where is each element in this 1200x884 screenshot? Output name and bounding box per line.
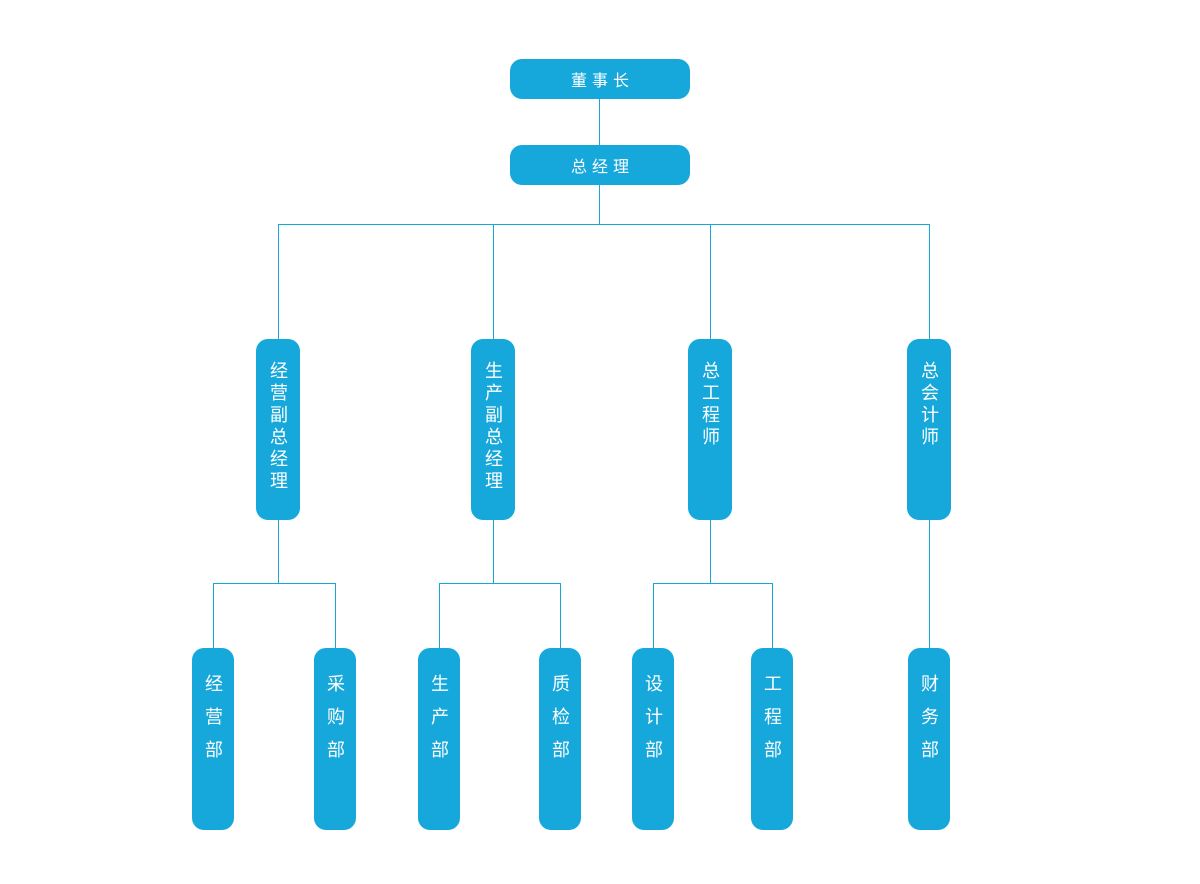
- connector-branch-3-bus: [653, 583, 772, 584]
- node-dept-production-label: 生产部: [429, 674, 449, 773]
- connector-drop-branch-4: [929, 224, 930, 339]
- connector-chairman-gm: [599, 99, 600, 145]
- node-chairman-label: 董事长: [570, 73, 634, 90]
- node-branch-chief-accountant-label: 总会计师: [919, 361, 939, 449]
- connector-branch-1-stem: [278, 520, 279, 583]
- connector-main-bus: [278, 224, 930, 225]
- connector-drop-branch-3: [710, 224, 711, 339]
- connector-branch-2-bus: [439, 583, 560, 584]
- connector-drop-dept-2: [335, 583, 336, 648]
- connector-branch-2-stem: [493, 520, 494, 583]
- connector-drop-dept-4: [560, 583, 561, 648]
- connector-branch-1-bus: [213, 583, 335, 584]
- node-dept-purchasing: 采购部: [314, 648, 356, 830]
- node-general-manager: 总经理: [510, 145, 690, 185]
- node-branch-operations-deputy-gm: 经营副总经理: [256, 339, 300, 520]
- connector-branch-3-stem: [710, 520, 711, 583]
- node-dept-design: 设计部: [632, 648, 674, 830]
- node-branch-chief-engineer-label: 总工程师: [700, 361, 720, 449]
- node-dept-engineering-label: 工程部: [762, 674, 782, 773]
- connector-drop-dept-6: [772, 583, 773, 648]
- connector-drop-dept-1: [213, 583, 214, 648]
- node-branch-production-deputy-gm: 生产副总经理: [471, 339, 515, 520]
- connector-branch-4-stem: [929, 520, 930, 648]
- node-chairman: 董事长: [510, 59, 690, 99]
- connector-drop-branch-2: [493, 224, 494, 339]
- node-branch-production-deputy-gm-label: 生产副总经理: [483, 361, 503, 493]
- node-dept-operations-label: 经营部: [203, 674, 223, 773]
- node-branch-chief-accountant: 总会计师: [907, 339, 951, 520]
- node-dept-operations: 经营部: [192, 648, 234, 830]
- connector-drop-branch-1: [278, 224, 279, 339]
- node-dept-finance-label: 财务部: [919, 674, 939, 773]
- connector-drop-dept-3: [439, 583, 440, 648]
- node-dept-quality-inspection: 质检部: [539, 648, 581, 830]
- node-dept-finance: 财务部: [908, 648, 950, 830]
- node-dept-quality-inspection-label: 质检部: [550, 674, 570, 773]
- node-dept-purchasing-label: 采购部: [325, 674, 345, 773]
- node-general-manager-label: 总经理: [570, 159, 634, 176]
- node-dept-production: 生产部: [418, 648, 460, 830]
- node-dept-engineering: 工程部: [751, 648, 793, 830]
- node-branch-chief-engineer: 总工程师: [688, 339, 732, 520]
- node-dept-design-label: 设计部: [643, 674, 663, 773]
- connector-drop-dept-5: [653, 583, 654, 648]
- node-branch-operations-deputy-gm-label: 经营副总经理: [268, 361, 288, 493]
- connector-gm-stem: [599, 185, 600, 224]
